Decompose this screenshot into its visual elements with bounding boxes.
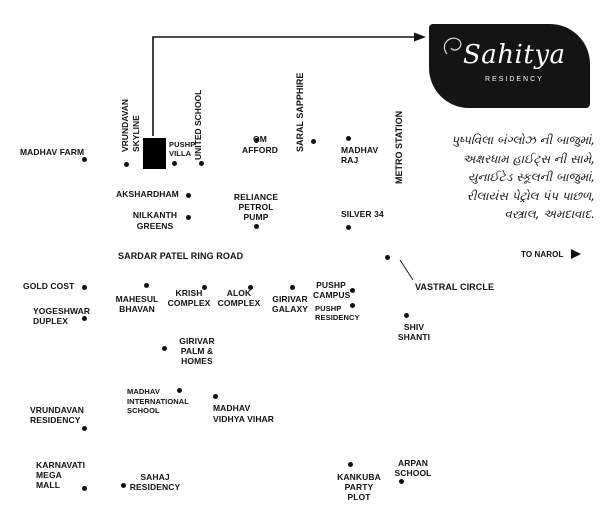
sahaj-residency-label: SAHAJ RESIDENCY <box>129 472 181 492</box>
akshardham-label: AKSHARDHAM <box>116 189 179 199</box>
gold-cost-label: GOLD COST <box>23 281 75 291</box>
om-afford-marker <box>254 138 259 143</box>
mahesul-bhavan-marker <box>144 283 149 288</box>
pushp-campus-label: PUSHP CAMPUS <box>313 280 351 300</box>
krish-complex-label: KRISH COMPLEX <box>167 288 211 308</box>
saral-sapphire-label: SARAL SAPPHIRE <box>295 72 305 152</box>
brand-name: Sahitya <box>463 40 566 70</box>
address-line: યુનાઈટેડ સ્કૂલની બાજુમાં, <box>467 170 595 184</box>
vrundavan-skyline-marker <box>124 162 129 167</box>
vastral-circle-label: VASTRAL CIRCLE <box>415 282 495 292</box>
address-line: અક્ષરધામ હાઈટ્સ ની સામે, <box>462 151 595 166</box>
shiv-shanti-label: SHIV SHANTI <box>397 322 431 342</box>
united-school-label: UNITED SCHOOL <box>193 89 203 160</box>
madhav-vidhya-vihar-label: MADHAV VIDHYA VIHAR <box>213 403 275 424</box>
nilkanth-greens-label: NILKANTH GREENS <box>132 210 178 231</box>
pushp-residency-label: PUSHP RESIDENCY <box>315 304 360 322</box>
madhav-international-school-marker <box>177 388 182 393</box>
route-arrow-head <box>414 32 426 42</box>
united-school-marker <box>199 161 204 166</box>
vrundavan-residency-label: VRUNDAVAN RESIDENCY <box>30 405 84 425</box>
route-line <box>152 36 415 136</box>
metro-station-label: METRO STATION <box>394 110 404 184</box>
madhav-international-school-label: MADHAV INTERNATIONAL SCHOOL <box>127 387 189 415</box>
karnavati-mega-mall-marker <box>82 486 87 491</box>
vastral-circle-leader <box>399 259 414 281</box>
madhav-farm-marker <box>82 157 87 162</box>
mahesul-bhavan-label: MAHESUL BHAVAN <box>115 294 159 314</box>
sahaj-residency-marker <box>121 483 126 488</box>
girivar-galaxy-marker <box>290 285 295 290</box>
silver-34-label: SILVER 34 <box>341 209 384 219</box>
pushp-villa-label: PUSHP VILLA <box>169 140 196 158</box>
madhav-raj-label: MADHAV RAJ <box>341 145 379 165</box>
site-marker <box>143 138 166 169</box>
saral-sapphire-marker <box>311 139 316 144</box>
yogeshwar-duplex-label: YOGESHWAR DUPLEX <box>33 306 91 326</box>
brand-logo: Sahitya RESIDENCY <box>429 24 590 108</box>
girivar-galaxy-label: GIRIVAR GALAXY <box>271 294 309 314</box>
pushp-villa-marker <box>172 161 177 166</box>
address-line: પુષ્પવિલા બંગ્લોઝ ની બાજુમાં, <box>451 133 595 147</box>
arpan-school-marker <box>399 479 404 484</box>
address-block: પુષ્પવિલા બંગ્લોઝ ની બાજુમાં, અક્ષરધામ હ… <box>415 131 595 224</box>
ring-road-label: SARDAR PATEL RING ROAD <box>118 251 244 261</box>
vrundavan-residency-marker <box>82 426 87 431</box>
karnavati-mega-mall-label: KARNAVATI MEGA MALL <box>36 460 86 490</box>
akshardham-marker <box>186 193 191 198</box>
nilkanth-greens-marker <box>186 215 191 220</box>
madhav-raj-marker <box>346 136 351 141</box>
girivar-palm-homes-label: GIRIVAR PALM & HOMES <box>179 336 215 366</box>
address-line: વસ્ત્રાલ, અમદાવાદ. <box>504 207 595 221</box>
alok-complex-marker <box>248 285 253 290</box>
kankuba-party-plot-marker <box>348 462 353 467</box>
reliance-petrol-pump-marker <box>254 224 259 229</box>
krish-complex-marker <box>202 285 207 290</box>
brand-subtitle: RESIDENCY <box>485 76 544 83</box>
kankuba-party-plot-label: KANKUBA PARTY PLOT <box>337 472 381 502</box>
vastral-circle-marker <box>385 255 390 260</box>
shiv-shanti-marker <box>404 313 409 318</box>
to-narol-label: TO NAROL <box>521 250 564 259</box>
brand-swirl-icon <box>443 37 462 55</box>
pushp-campus-marker <box>350 288 355 293</box>
madhav-farm-label: MADHAV FARM <box>20 147 85 157</box>
silver-34-marker <box>346 225 351 230</box>
narol-arrow-head <box>571 249 581 259</box>
girivar-palm-homes-marker <box>162 346 167 351</box>
yogeshwar-duplex-marker <box>82 316 87 321</box>
arpan-school-label: ARPAN SCHOOL <box>394 458 432 478</box>
madhav-vidhya-vihar-marker <box>213 394 218 399</box>
gold-cost-marker <box>82 285 87 290</box>
pushp-residency-marker <box>350 303 355 308</box>
address-line: રીલાયંસ પેટ્રોલ પંપ પાછળ, <box>466 188 595 203</box>
reliance-petrol-pump-label: RELIANCE PETROL PUMP <box>233 192 279 222</box>
vrundavan-skyline-label: VRUNDAVAN SKYLINE <box>120 98 141 152</box>
alok-complex-label: ALOK COMPLEX <box>217 288 261 308</box>
om-afford-label: OM AFFORD <box>241 134 278 155</box>
